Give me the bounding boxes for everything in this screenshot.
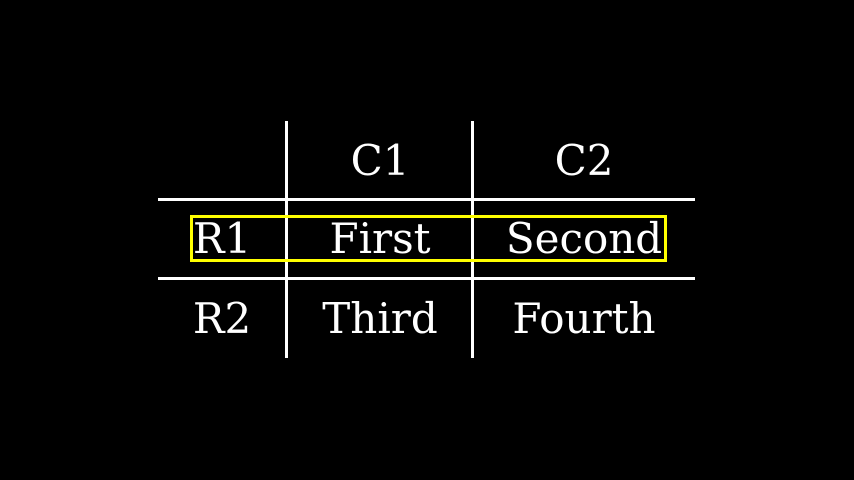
column-header-c1: C1 [350, 136, 410, 185]
table-row-divider [158, 277, 695, 280]
table-cell-r1c1: First [329, 214, 431, 263]
table-cell-r2c1: Third [322, 294, 438, 343]
table-cell-r1c2: Second [505, 214, 663, 263]
column-header-c2: C2 [554, 136, 614, 185]
table-column-divider-1 [285, 121, 288, 358]
row-highlight-rectangle [190, 215, 667, 262]
table-column-divider-2 [471, 121, 474, 358]
table-cell-r2c2: Fourth [512, 294, 656, 343]
row-label-r2: R2 [192, 294, 252, 343]
row-label-r1: R1 [192, 214, 252, 263]
table-header-divider [158, 198, 695, 201]
